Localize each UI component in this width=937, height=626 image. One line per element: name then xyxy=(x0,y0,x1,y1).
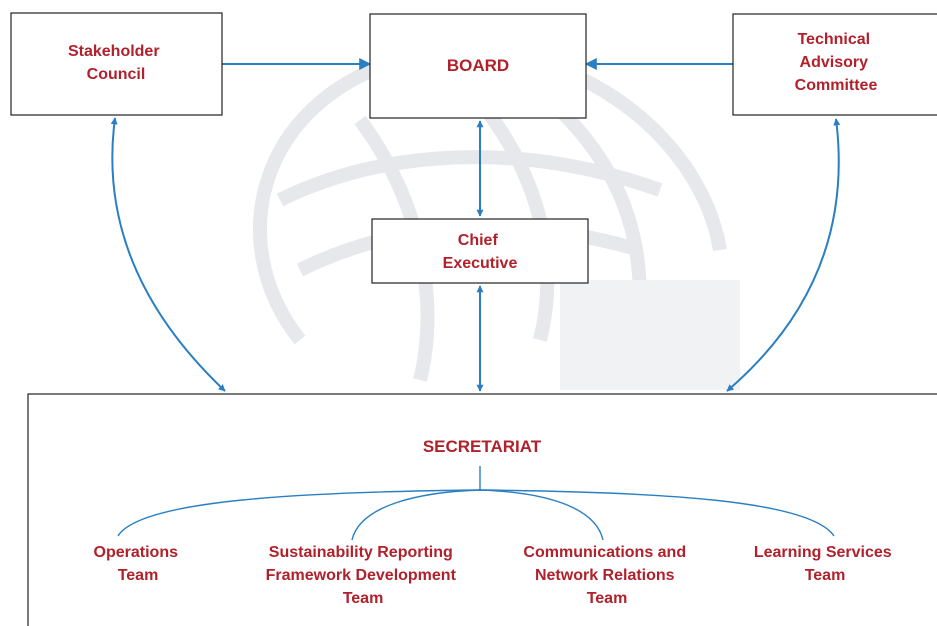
arrows xyxy=(110,58,841,392)
team-comms-line-2: Network Relations xyxy=(535,567,675,584)
chief-line-2: Executive xyxy=(443,255,518,272)
team-operations-line-2: Team xyxy=(118,567,159,584)
chief-line-1: Chief xyxy=(458,232,499,249)
board-label: BOARD xyxy=(447,56,509,75)
svg-text:Chief Executive: Chief Executive xyxy=(443,232,518,272)
secretariat-box: SECRETARIAT Operations Team Sustainabili… xyxy=(27,393,937,626)
tac-line-1: Technical xyxy=(797,31,870,48)
stakeholder-line-2: Council xyxy=(87,66,146,83)
svg-text:Stakeholder Council: Stakeholder Council xyxy=(68,43,164,83)
tac-line-2: Advisory xyxy=(800,54,869,71)
team-operations-line-1: Operations xyxy=(94,544,179,561)
globe-watermark-icon xyxy=(253,44,740,390)
team-learning-services: Learning Services Team xyxy=(754,544,896,584)
team-operations: Operations Team xyxy=(94,544,183,584)
stakeholder-secretariat-arrow xyxy=(110,117,226,392)
team-comms-line-1: Communications and xyxy=(523,544,686,561)
team-srfd-line-2: Framework Development xyxy=(266,567,457,584)
chief-executive-box: Chief Executive xyxy=(371,218,589,284)
secretariat-label: SECRETARIAT xyxy=(423,437,542,456)
team-learning-line-2: Team xyxy=(805,567,846,584)
team-communications: Communications and Network Relations Tea… xyxy=(523,544,690,607)
tac-secretariat-arrow xyxy=(726,118,841,392)
board-box: BOARD xyxy=(369,13,587,119)
team-sustainability-reporting: Sustainability Reporting Framework Devel… xyxy=(266,544,461,607)
technical-advisory-committee-box: Technical Advisory Committee xyxy=(732,13,937,116)
stakeholder-line-1: Stakeholder xyxy=(68,43,160,60)
team-srfd-line-3: Team xyxy=(343,590,384,607)
team-srfd-line-1: Sustainability Reporting xyxy=(269,544,453,561)
tac-line-3: Committee xyxy=(795,77,878,94)
svg-text:Technical Advisory: Technical Advisory Committee xyxy=(795,31,878,94)
stakeholder-council-box: Stakeholder Council xyxy=(10,12,223,116)
team-tree-connector xyxy=(117,466,835,541)
team-comms-line-3: Team xyxy=(587,590,628,607)
team-learning-line-1: Learning Services xyxy=(754,544,892,561)
